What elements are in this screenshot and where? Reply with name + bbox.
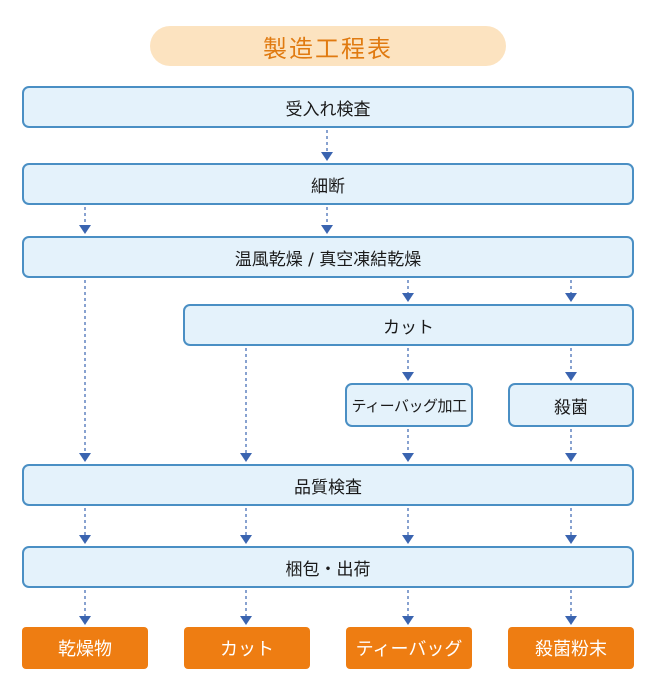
arrow-head-icon — [402, 616, 414, 625]
arrow-head-icon — [565, 372, 577, 381]
arrow-head-icon — [79, 453, 91, 462]
arrow-head-icon — [240, 453, 252, 462]
step-tea-bag-processing: ティーバッグ加工 — [345, 383, 473, 427]
arrow-head-icon — [402, 372, 414, 381]
arrow-head-icon — [79, 225, 91, 234]
product-tea-bag: ティーバッグ — [346, 627, 472, 669]
product-cut: カット — [184, 627, 310, 669]
arrow-head-icon — [565, 293, 577, 302]
page-title: 製造工程表 — [150, 26, 506, 66]
arrow-head-icon — [402, 293, 414, 302]
step-packing-shipping: 梱包・出荷 — [22, 546, 634, 588]
arrow-head-icon — [565, 616, 577, 625]
arrow-head-icon — [565, 453, 577, 462]
step-drying: 温風乾燥 / 真空凍結乾燥 — [22, 236, 634, 278]
step-cut: カット — [183, 304, 634, 346]
arrow-head-icon — [402, 453, 414, 462]
arrow-head-icon — [565, 535, 577, 544]
arrow-head-icon — [402, 535, 414, 544]
step-shredding: 細断 — [22, 163, 634, 205]
product-sterilized-powder: 殺菌粉末 — [508, 627, 634, 669]
arrow-head-icon — [240, 535, 252, 544]
step-sterilization: 殺菌 — [508, 383, 634, 427]
arrow-head-icon — [321, 152, 333, 161]
step-quality-inspection: 品質検査 — [22, 464, 634, 506]
step-receiving-inspection: 受入れ検査 — [22, 86, 634, 128]
arrow-head-icon — [79, 535, 91, 544]
arrow-head-icon — [79, 616, 91, 625]
arrow-head-icon — [321, 225, 333, 234]
arrow-head-icon — [240, 616, 252, 625]
product-dried: 乾燥物 — [22, 627, 148, 669]
